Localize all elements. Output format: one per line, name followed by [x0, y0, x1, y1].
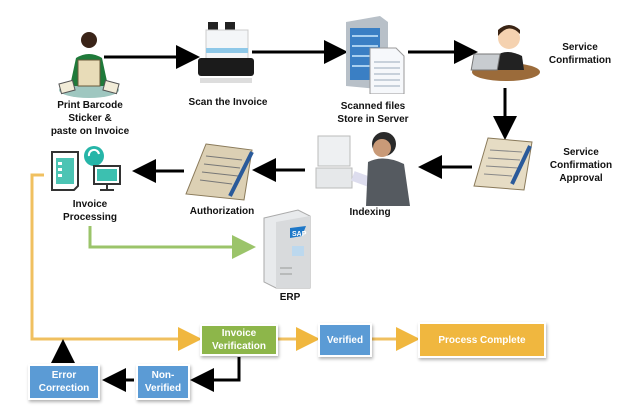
indexing-label: Indexing: [349, 207, 391, 218]
label-line: Invoice: [72, 199, 108, 210]
scanner-icon: [198, 22, 254, 83]
green-flow-processing-to-erp: [88, 226, 256, 259]
label-line: Approval: [559, 173, 603, 184]
label-line: Scanned files: [340, 101, 406, 112]
label-line: Confirmation: [549, 160, 613, 171]
label-line: Processing: [63, 212, 117, 223]
service-approval-label: Service Confirmation Approval: [540, 146, 622, 185]
verified-box: Verified: [318, 323, 372, 357]
man-at-computer-icon: [315, 132, 410, 206]
invoice-processing-icon: [51, 146, 121, 191]
invoice-processing-label: Invoice Processing: [52, 198, 128, 224]
authorization-document-icon: [185, 143, 254, 201]
label-line: Store in Server: [337, 114, 409, 125]
box-line: Error: [51, 370, 77, 381]
scanned-files-label: Scanned files Store in Server: [318, 100, 428, 126]
label-line: Sticker &: [68, 113, 112, 124]
file-server-icon: [346, 16, 405, 94]
erp-server-icon: SAP: [263, 209, 311, 289]
erp-label: ERP: [279, 292, 301, 303]
signed-document-icon: [473, 137, 533, 191]
service-confirmation-label: Service Confirmation: [540, 41, 620, 67]
arrow-verification-to-nonverified: [190, 357, 241, 392]
box-line: Correction: [38, 383, 90, 394]
process-complete-box: Process Complete: [418, 322, 546, 358]
scan-invoice-label: Scan the Invoice: [188, 97, 268, 108]
print-barcode-label: Print Barcode Sticker & paste on Invoice: [40, 99, 140, 138]
non-verified-box: Non- Verified: [136, 364, 190, 400]
box-line: Verification: [212, 341, 266, 352]
label-line: Service: [562, 42, 598, 53]
label-line: Service: [563, 147, 599, 158]
person-with-documents-icon: [58, 32, 120, 98]
box-line: Non-: [151, 370, 175, 381]
label-line: Print Barcode: [57, 100, 123, 111]
box-line: Invoice: [221, 328, 257, 339]
businessman-laptop-icon: [470, 25, 540, 81]
sap-badge: SAP: [292, 231, 307, 238]
label-line: paste on Invoice: [50, 126, 130, 137]
box-line: Verified: [144, 383, 182, 394]
label-line: Confirmation: [548, 55, 612, 66]
authorization-label: Authorization: [189, 206, 255, 217]
orange-flow-processing-to-verification: [30, 173, 202, 351]
